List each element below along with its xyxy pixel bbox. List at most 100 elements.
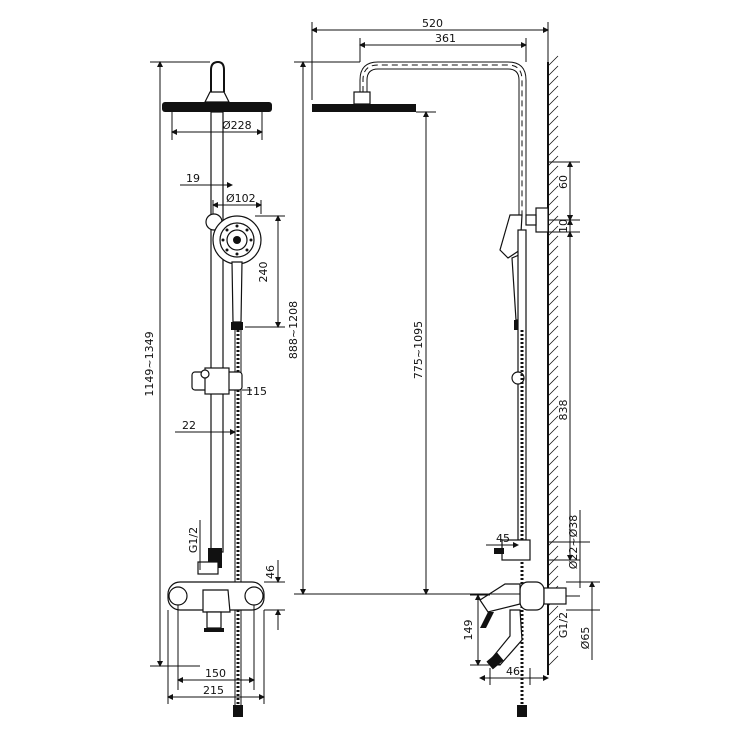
dim-spout-height: 149: [462, 620, 475, 641]
hatch-line: [547, 535, 559, 547]
hatch-line: [547, 405, 559, 417]
hatch-line: [547, 265, 559, 277]
shower-hose: [233, 330, 243, 717]
hatch-line: [547, 575, 559, 587]
hatch-line: [547, 515, 559, 527]
dim-head-height: 888~1208: [287, 301, 300, 359]
hatch-line: [547, 385, 559, 397]
hatch-line: [547, 315, 559, 327]
hatch-line: [547, 425, 559, 437]
hatch-line: [547, 205, 559, 217]
hatch-line: [547, 165, 559, 177]
mixer-lever: [202, 589, 231, 613]
hatch-line: [547, 395, 559, 407]
hatch-line: [547, 545, 559, 557]
hatch-line: [547, 185, 559, 197]
dim-slider-offset: 115: [246, 385, 267, 398]
side-dimensions: 520 361 888~1208 775~1095 60 10 838 45: [287, 17, 600, 685]
hatch-line: [547, 355, 559, 367]
front-view: [162, 60, 272, 717]
hatch-line: [547, 115, 559, 127]
hand-shower-side: [499, 214, 523, 259]
hatch-line: [547, 105, 559, 117]
hatch-line: [547, 375, 559, 387]
hatch-line: [547, 445, 559, 457]
hatch-line: [547, 125, 559, 137]
dim-arm-projection: 520: [422, 17, 443, 30]
hatch-line: [547, 145, 559, 157]
hatch-line: [547, 75, 559, 87]
bath-spout-front: [206, 611, 222, 629]
hand-shower-handle: [231, 261, 243, 323]
dim-centers: 150: [205, 667, 226, 680]
dim-head-diameter: Ø228: [222, 119, 252, 132]
dim-flange-diameter: Ø65: [579, 627, 592, 650]
dim-rail-offset: 22: [182, 419, 196, 432]
hatch-line: [547, 215, 559, 227]
hatch-line: [547, 245, 559, 257]
dim-mixer-height: 46: [264, 565, 277, 579]
hatch-line: [547, 635, 559, 647]
front-dimensions: 1149~1349 Ø228 19 Ø102 240 115 22 G1/2: [143, 61, 285, 704]
mixer-side: [519, 581, 545, 611]
hatch-line: [547, 195, 559, 207]
hatch-line: [547, 155, 559, 167]
hatch-line: [547, 485, 559, 497]
dim-rail-length: 838: [557, 400, 570, 421]
wall-bracket: [535, 207, 549, 233]
hatch-line: [547, 55, 559, 67]
hatch-line: [547, 645, 559, 657]
hatch-line: [547, 495, 559, 507]
dim-mixer-depth: 45: [496, 532, 510, 545]
hatch-line: [547, 365, 559, 377]
hatch-line: [547, 305, 559, 317]
wall-hatching: [547, 55, 559, 667]
dim-arm-length: 361: [435, 32, 456, 45]
rain-shower-head: [162, 102, 272, 112]
hatch-line: [547, 435, 559, 447]
hatch-line: [547, 275, 559, 287]
dim-bracket-small: 10: [557, 219, 570, 233]
dim-wall-connector: Ø22~Ø38: [567, 515, 580, 570]
dim-arm-height: 775~1095: [412, 321, 425, 379]
hatch-line: [547, 565, 559, 577]
hatch-line: [547, 555, 559, 567]
shower-column: [210, 111, 224, 553]
hatch-line: [547, 525, 559, 537]
rain-shower-head-side: [312, 104, 416, 112]
hatch-line: [547, 255, 559, 267]
lever-side: [479, 583, 521, 613]
hatch-line: [547, 235, 559, 247]
hatch-line: [547, 615, 559, 627]
side-view: [312, 55, 567, 717]
hatch-line: [547, 475, 559, 487]
rail-side: [517, 229, 527, 541]
dim-spout-offset: 46: [506, 665, 520, 678]
hatch-line: [547, 325, 559, 337]
dim-bracket-height: 60: [557, 175, 570, 189]
hatch-line: [547, 285, 559, 297]
hatch-line: [547, 505, 559, 517]
hatch-line: [547, 415, 559, 427]
hatch-line: [547, 85, 559, 97]
hatch-line: [547, 225, 559, 237]
shower-head-connector: [204, 91, 230, 103]
dim-thread-left: G1/2: [187, 527, 200, 553]
hatch-line: [547, 345, 559, 357]
hatch-line: [547, 65, 559, 77]
hatch-line: [547, 605, 559, 617]
hatch-line: [547, 135, 559, 147]
shower-arm-top: [210, 60, 225, 92]
hatch-line: [547, 455, 559, 467]
dim-hand-shower-length: 240: [257, 262, 270, 283]
hatch-line: [547, 295, 559, 307]
dim-mixer-width: 215: [203, 684, 224, 697]
hatch-line: [547, 95, 559, 107]
hatch-line: [547, 625, 559, 637]
hatch-line: [547, 175, 559, 187]
hatch-line: [547, 655, 559, 667]
dim-overall-height: 1149~1349: [143, 331, 156, 396]
hatch-line: [547, 335, 559, 347]
